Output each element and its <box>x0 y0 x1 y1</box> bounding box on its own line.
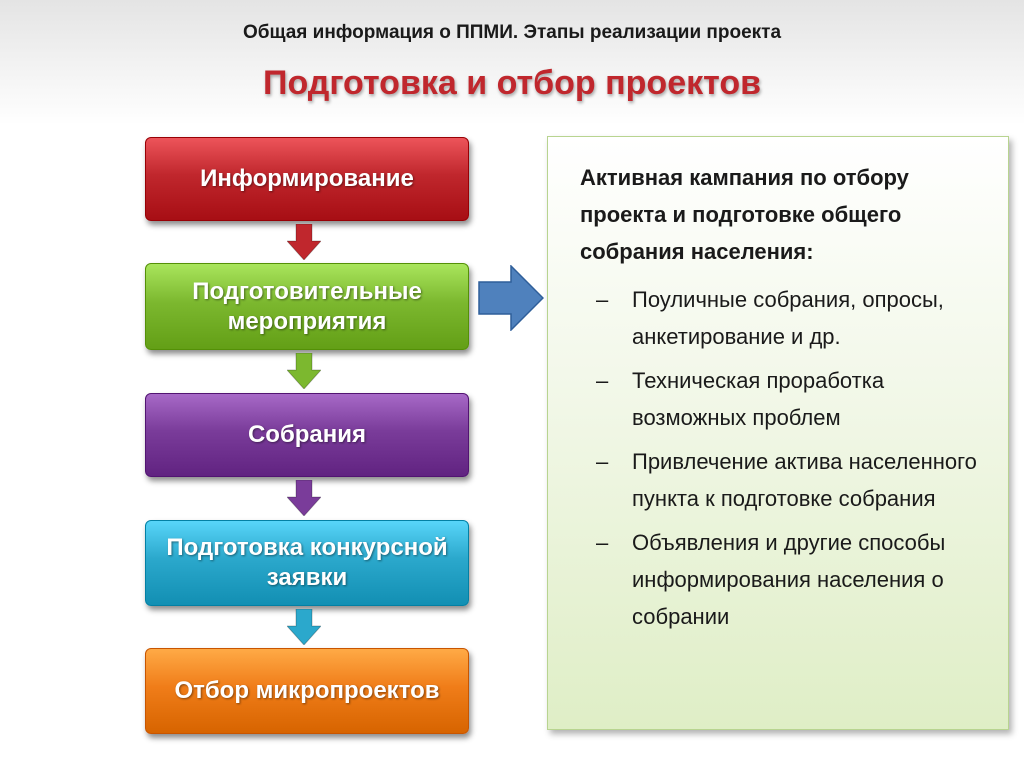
list-item: – Техническая проработка возможных пробл… <box>596 362 996 436</box>
header-band <box>0 0 1024 125</box>
list-item-text: Привлечение актива населенного пункта к … <box>632 449 977 511</box>
down-arrow-icon <box>287 353 321 389</box>
info-heading: Активная кампания по отбору проекта и по… <box>580 165 909 264</box>
info-list: – Поуличные собрания, опросы, анкетирова… <box>596 281 996 642</box>
down-arrow-icon <box>287 224 321 260</box>
info-panel: Активная кампания по отбору проекта и по… <box>547 136 1009 730</box>
right-arrow-icon <box>478 265 544 331</box>
slide-subtitle: Общая информация о ППМИ. Этапы реализаци… <box>242 22 782 43</box>
step-selection: Отбор микропроектов <box>145 648 469 734</box>
bullet-dash: – <box>596 530 609 555</box>
step-label: Подготовительные мероприятия <box>192 277 422 335</box>
step-label: Собрания <box>247 421 367 448</box>
down-arrow-icon <box>287 480 321 516</box>
list-item: – Объявления и другие способы информиров… <box>596 524 996 635</box>
step-application: Подготовка конкурсной заявки <box>145 520 469 606</box>
list-item: – Поуличные собрания, опросы, анкетирова… <box>596 281 996 355</box>
list-item-text: Объявления и другие способы информирован… <box>632 530 946 629</box>
bullet-dash: – <box>596 368 609 393</box>
step-label: Информирование <box>200 165 414 192</box>
down-arrow-icon <box>287 609 321 645</box>
list-item: – Привлечение актива населенного пункта … <box>596 443 996 517</box>
bullet-dash: – <box>596 287 609 312</box>
bullet-dash: – <box>596 449 609 474</box>
slide-title: Подготовка и отбор проектов <box>263 64 761 102</box>
step-label: Отбор микропроектов <box>174 677 440 704</box>
step-meetings: Собрания <box>145 393 469 477</box>
step-label: Подготовка конкурсной заявки <box>166 534 448 591</box>
step-informing: Информирование <box>145 137 469 221</box>
list-item-text: Поуличные собрания, опросы, анкетировани… <box>632 287 944 349</box>
list-item-text: Техническая проработка возможных проблем <box>632 368 885 430</box>
step-preparatory-activities: Подготовительные мероприятия <box>145 263 469 350</box>
